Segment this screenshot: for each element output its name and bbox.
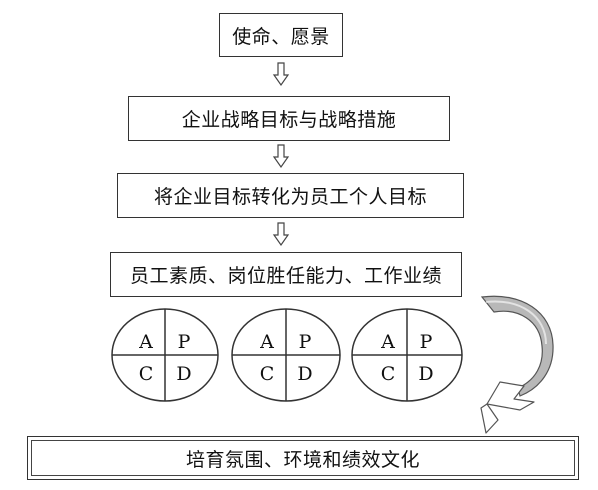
down-arrow-icon <box>272 144 290 169</box>
pdca-act-label: A <box>259 331 274 353</box>
pdca-cycle: A P C D <box>111 308 219 402</box>
pdca-check-label: C <box>139 363 154 385</box>
pdca-check-label: C <box>260 363 275 385</box>
pdca-plan-label: P <box>420 331 433 353</box>
personal-goals-box: 将企业目标转化为员工个人目标 <box>117 173 464 218</box>
strategy-box: 企业战略目标与战略措施 <box>128 96 450 141</box>
employee-qualities-label: 员工素质、岗位胜任能力、工作业绩 <box>129 265 442 287</box>
mission-vision-label: 使命、愿景 <box>232 25 330 48</box>
mission-vision-box: 使命、愿景 <box>219 13 343 57</box>
culture-box: 培育氛围、环境和绩效文化 <box>27 436 579 480</box>
down-arrow-icon <box>272 222 290 247</box>
pdca-plan-label: P <box>299 331 312 353</box>
pdca-do-label: D <box>176 363 191 385</box>
pdca-plan-label: P <box>178 331 191 353</box>
culture-label: 培育氛围、环境和绩效文化 <box>185 448 420 471</box>
curved-arrow-icon <box>480 295 554 434</box>
pdca-check-label: C <box>381 363 396 385</box>
pdca-cycle: A P C D <box>351 308 463 402</box>
pdca-cycle: A P C D <box>231 308 341 402</box>
pdca-do-label: D <box>418 363 433 385</box>
personal-goals-label: 将企业目标转化为员工个人目标 <box>153 186 427 208</box>
pdca-do-label: D <box>297 363 312 385</box>
down-arrow-icon <box>272 62 290 87</box>
pdca-act-label: A <box>380 331 395 353</box>
pdca-act-label: A <box>138 331 153 353</box>
strategy-label: 企业战略目标与战略措施 <box>181 109 397 131</box>
employee-qualities-box: 员工素质、岗位胜任能力、工作业绩 <box>110 252 462 297</box>
